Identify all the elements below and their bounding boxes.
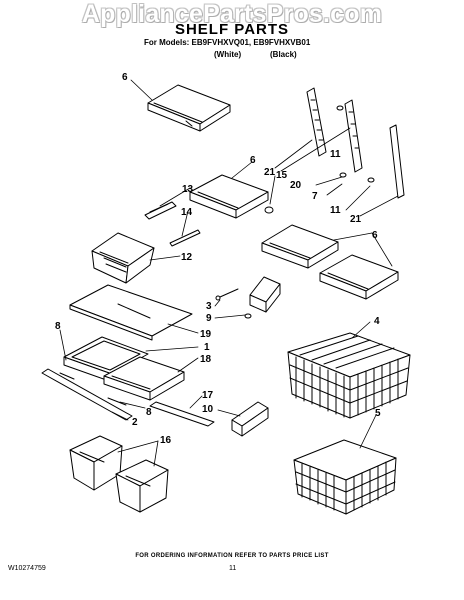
drawer-frame-1 (63, 336, 149, 383)
callout-15: 15 (276, 170, 288, 181)
callout-1: 1 (204, 342, 210, 353)
bin-16-right (115, 459, 169, 513)
callout-2: 2 (132, 417, 138, 428)
screw-15 (264, 206, 274, 214)
models-line: For Models: EB9FVHXVQ01, EB9FVHXVB01 (144, 38, 311, 47)
clip-3 (215, 288, 239, 301)
callout-11b: 11 (330, 205, 341, 216)
callout-17: 17 (202, 390, 214, 401)
color-white-label: (White) (214, 50, 242, 59)
callout-14: 14 (181, 207, 193, 218)
glass-shelf-19 (69, 284, 193, 341)
callout-12: 12 (181, 252, 193, 263)
callout-5: 5 (375, 408, 381, 419)
slides-8 (59, 372, 127, 406)
callout-6a: 6 (122, 72, 128, 83)
callout-10: 10 (202, 404, 214, 415)
callout-7: 7 (312, 191, 318, 202)
callout-11a: 11 (330, 149, 341, 160)
basket-5 (293, 439, 397, 515)
callout-20: 20 (290, 180, 302, 191)
basket-4 (287, 332, 411, 419)
shelf-6-right-b (319, 254, 399, 300)
callout-labels: 6 6 11 21 15 20 7 11 21 6 13 14 12 3 9 1… (55, 72, 381, 446)
callout-21b: 21 (350, 214, 362, 225)
cover-13 (144, 201, 177, 220)
drawer-18 (103, 356, 185, 401)
bracket-10 (231, 401, 269, 437)
trim-2 (41, 368, 133, 421)
drawer-12 (91, 232, 155, 284)
callout-19: 19 (200, 329, 212, 340)
rail-right (344, 99, 363, 173)
callout-16: 16 (160, 435, 172, 446)
screw-9 (244, 313, 252, 319)
shelf-6-top (147, 84, 231, 132)
rail-far-right (389, 124, 405, 199)
callout-9: 9 (206, 313, 212, 324)
screw-20 (339, 172, 347, 178)
rail-left (306, 87, 327, 157)
callout-6b: 6 (250, 155, 256, 166)
callout-18: 18 (200, 354, 212, 365)
screw-right (367, 177, 375, 183)
leader-lines (59, 79, 399, 467)
shelf-6-mid (189, 174, 269, 219)
ordering-note: FOR ORDERING INFORMATION REFER TO PARTS … (135, 553, 329, 559)
callout-4: 4 (374, 316, 380, 327)
callout-13: 13 (182, 184, 194, 195)
shelf-6-right-a (261, 224, 339, 269)
callout-6c: 6 (372, 230, 378, 241)
bracket-9 (249, 276, 281, 313)
callout-8a: 8 (55, 321, 61, 332)
screw-top (336, 105, 344, 111)
color-black-label: (Black) (270, 50, 297, 59)
callout-21a: 21 (264, 167, 276, 178)
rod-17 (149, 401, 215, 427)
document-number: W10274759 (8, 565, 46, 572)
watermark: AppliancePartsPros.com (81, 0, 383, 28)
page-number: 11 (229, 565, 237, 572)
page-title: SHELF PARTS (174, 21, 290, 38)
callout-3: 3 (206, 301, 212, 312)
callout-8b: 8 (146, 407, 152, 418)
bin-16-left (69, 435, 123, 491)
rod-14 (169, 229, 201, 247)
